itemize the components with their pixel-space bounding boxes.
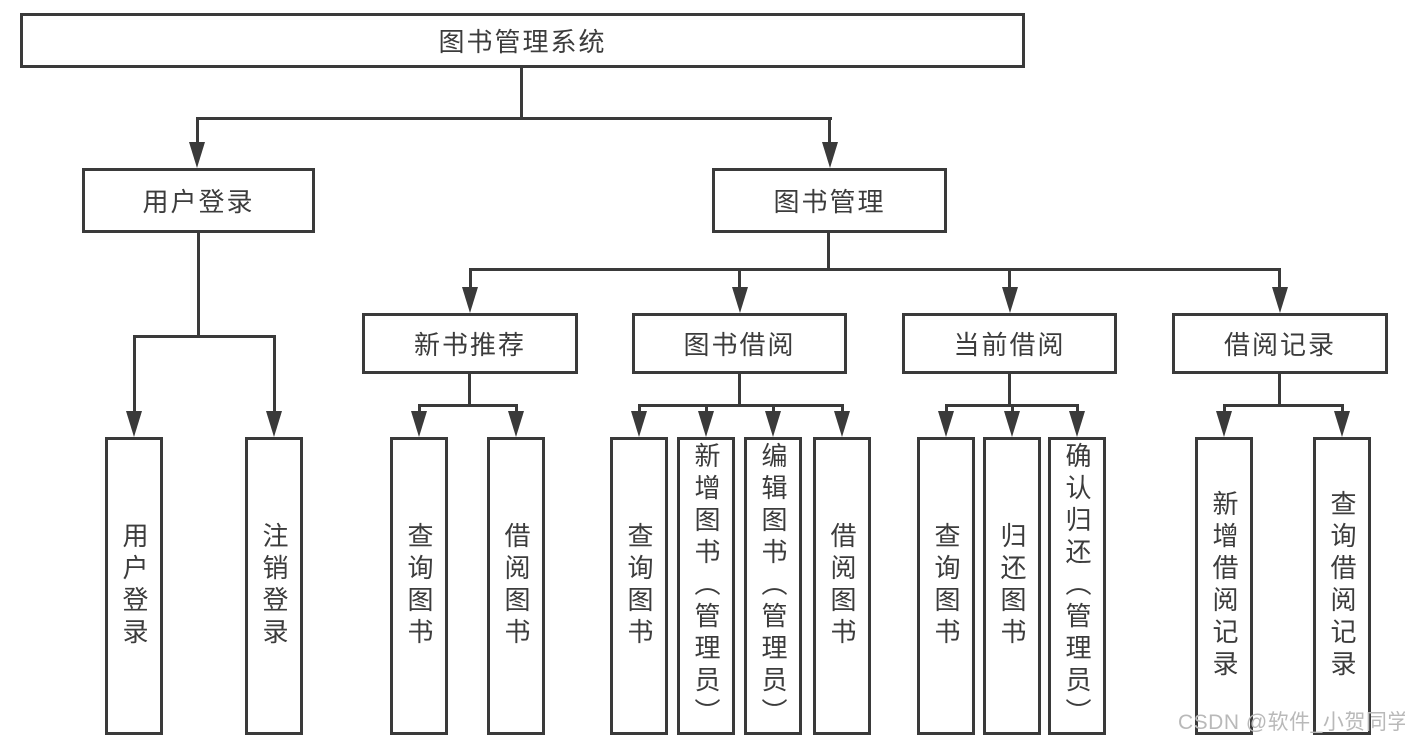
node-book-borrowing: 图书借阅 [632, 313, 847, 374]
connector-line [1341, 404, 1344, 415]
node-label: 借阅记录 [1223, 330, 1336, 360]
connector-line [1223, 404, 1226, 415]
watermark: CSDN @软件_小贺同学 [1178, 711, 1405, 734]
leaf-add-borrow-record: 新增借阅记录 [1195, 437, 1253, 735]
node-label: 查询借阅记录 [1327, 490, 1357, 682]
connector-line [197, 232, 200, 338]
connector-line [1223, 404, 1343, 407]
arrow-down-icon [462, 287, 478, 313]
node-current-borrowing: 当前借阅 [902, 313, 1117, 374]
node-root-library-system: 图书管理系统 [20, 13, 1025, 68]
leaf-query-books-recommend: 查询图书 [390, 437, 448, 735]
connector-line [638, 404, 641, 415]
node-label: 注销登录 [259, 522, 289, 650]
connector-line [772, 404, 775, 415]
arrow-down-icon [1002, 287, 1018, 313]
connector-line [738, 373, 741, 407]
connector-line [1278, 373, 1281, 407]
node-user-login: 用户登录 [82, 168, 315, 233]
node-label: 借阅图书 [827, 522, 857, 650]
leaf-borrow-books-recommend: 借阅图书 [487, 437, 545, 735]
arrow-down-icon [822, 142, 838, 168]
connector-line [638, 404, 843, 407]
connector-line [1008, 373, 1011, 407]
node-new-book-recommendation: 新书推荐 [362, 313, 578, 374]
connector-line [418, 404, 518, 407]
node-label: 新增图书（管理员） [691, 442, 721, 730]
node-label: 编辑图书（管理员） [758, 442, 788, 730]
arrow-down-icon [266, 411, 282, 437]
arrow-down-icon [834, 411, 850, 437]
connector-line [1278, 268, 1281, 292]
node-label: 查询图书 [931, 522, 961, 650]
node-borrowing-records: 借阅记录 [1172, 313, 1388, 374]
node-label: 图书管理系统 [438, 27, 607, 57]
node-label: 归还图书 [997, 522, 1027, 650]
node-label: 确认归还（管理员） [1062, 442, 1092, 730]
connector-line [418, 404, 421, 415]
connector-line [469, 268, 472, 292]
arrow-down-icon [765, 411, 781, 437]
node-label: 图书借阅 [683, 330, 796, 360]
arrow-down-icon [732, 287, 748, 313]
connector-line [827, 232, 830, 270]
arrow-down-icon [508, 411, 524, 437]
node-label: 新增借阅记录 [1209, 490, 1239, 682]
arrow-down-icon [698, 411, 714, 437]
connector-line [1076, 404, 1079, 415]
connector-line [1008, 268, 1011, 292]
leaf-borrow-books: 借阅图书 [813, 437, 871, 735]
arrow-down-icon [938, 411, 954, 437]
connector-line [841, 404, 844, 415]
arrow-down-icon [189, 142, 205, 168]
node-label: 用户登录 [119, 522, 149, 650]
node-label: 用户登录 [142, 187, 255, 217]
connector-line [705, 404, 708, 415]
leaf-query-books-borrow: 查询图书 [610, 437, 668, 735]
arrow-down-icon [1004, 411, 1020, 437]
arrow-down-icon [1272, 287, 1288, 313]
arrow-down-icon [1334, 411, 1350, 437]
connector-line [515, 404, 518, 415]
node-book-management: 图书管理 [712, 168, 947, 233]
arrow-down-icon [411, 411, 427, 437]
node-label: 查询图书 [404, 522, 434, 650]
node-label: 新书推荐 [413, 330, 526, 360]
connector-line [468, 373, 471, 407]
leaf-edit-books-admin: 编辑图书（管理员） [744, 437, 802, 735]
leaf-return-books: 归还图书 [983, 437, 1041, 735]
connector-line [273, 335, 276, 415]
connector-line [738, 268, 741, 292]
arrow-down-icon [126, 411, 142, 437]
connector-line [828, 117, 831, 145]
leaf-user-login: 用户登录 [105, 437, 163, 735]
node-label: 借阅图书 [501, 522, 531, 650]
connector-line [133, 335, 276, 338]
leaf-add-books-admin: 新增图书（管理员） [677, 437, 735, 735]
arrow-down-icon [631, 411, 647, 437]
node-label: 当前借阅 [953, 330, 1066, 360]
leaf-query-books-current: 查询图书 [917, 437, 975, 735]
connector-line [196, 117, 199, 145]
connector-line [196, 117, 832, 120]
leaf-query-borrow-record: 查询借阅记录 [1313, 437, 1371, 735]
leaf-logout: 注销登录 [245, 437, 303, 735]
connector-line [945, 404, 948, 415]
connector-line [520, 68, 523, 120]
node-label: 查询图书 [624, 522, 654, 650]
node-label: 图书管理 [773, 187, 886, 217]
connector-line [133, 335, 136, 415]
connector-line [1011, 404, 1014, 415]
arrow-down-icon [1216, 411, 1232, 437]
connector-line [469, 268, 1281, 271]
arrow-down-icon [1069, 411, 1085, 437]
leaf-confirm-return-admin: 确认归还（管理员） [1048, 437, 1106, 735]
